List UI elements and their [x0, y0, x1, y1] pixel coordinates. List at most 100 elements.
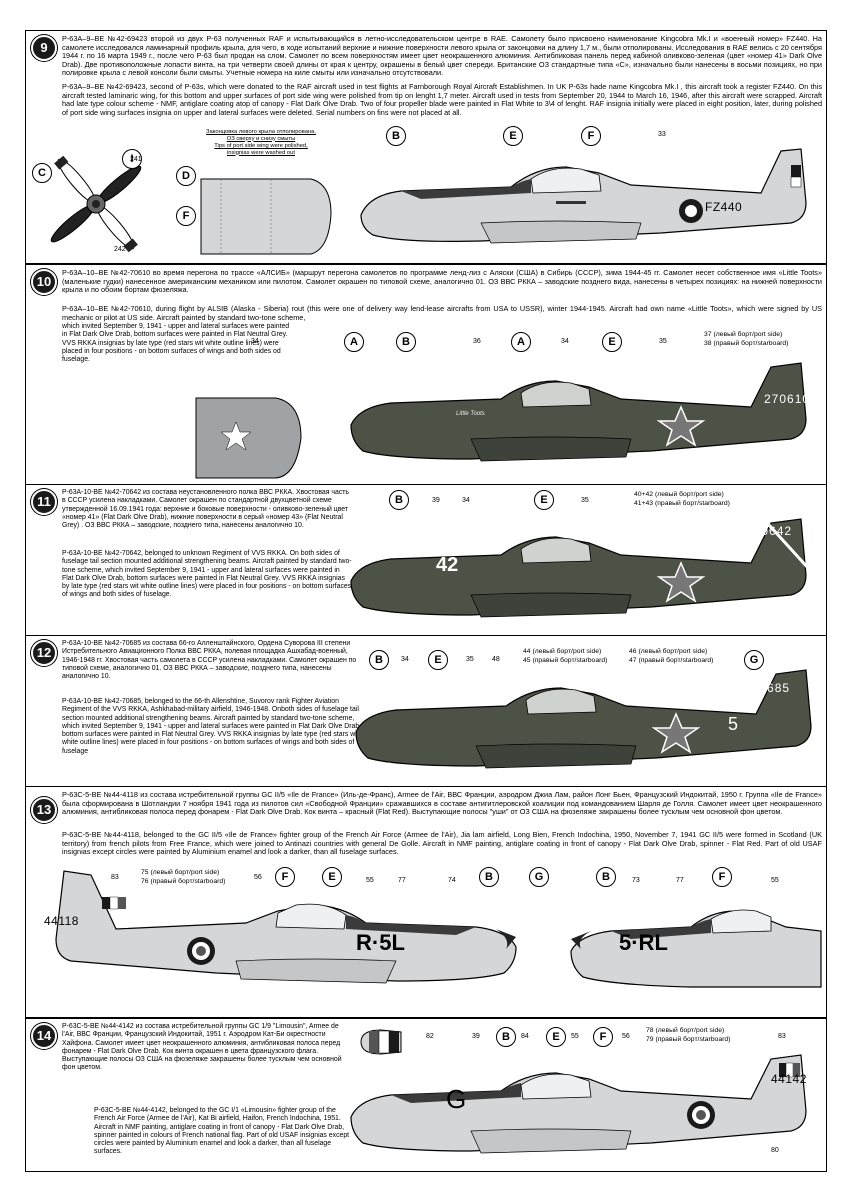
part-number: 33 [658, 131, 666, 138]
part-number: 35 [659, 338, 667, 345]
part-number: 73 [632, 877, 640, 884]
callout-B: B [396, 332, 416, 352]
section-number: 13 [31, 797, 57, 823]
callout-E: E [428, 650, 448, 670]
nose-art-name: Little Toots [456, 411, 485, 417]
callout-E: E [322, 867, 342, 887]
callout-D: D [176, 166, 196, 186]
callout-C: C [32, 163, 52, 183]
callout-B: B [369, 650, 389, 670]
callout-B: B [386, 126, 406, 146]
legend-port: 78 (левый борт/port side) [646, 1027, 725, 1034]
description-ru: P-63C-5-BE №44-4142 из состава истребите… [62, 1023, 342, 1072]
aircraft-side-view [355, 669, 812, 769]
squadron-code: G [446, 1084, 467, 1114]
callout-F: F [176, 206, 196, 226]
squadron-code: 5·RL [619, 930, 668, 955]
callout-F: F [712, 867, 732, 887]
section-number: 11 [31, 489, 57, 515]
legend-port: 75 (левый борт/port side) [141, 869, 220, 876]
description-ru: P-63C-5-BE №44-4118 из состава истребите… [62, 790, 822, 817]
part-number: 55 [366, 877, 374, 884]
part-number: 241 [130, 156, 142, 163]
propeller-front-view [50, 155, 142, 253]
part-number: 80 [771, 1147, 779, 1154]
callout-B: B [596, 867, 616, 887]
callout-B: B [496, 1027, 516, 1047]
side-number: 5 [728, 714, 739, 734]
callout-E: E [503, 126, 523, 146]
callout-I: I [122, 149, 142, 169]
legend-starboard: 41+43 (правый борт/starboard) [634, 500, 730, 507]
part-number: 84 [521, 1033, 529, 1040]
section-11: 11 P-63A-10-BE №42-70642 из состава неус… [25, 484, 827, 636]
description-en: P-63C-5-BE №44-4118, belonged to the GC … [62, 830, 822, 857]
description-en: P-63A–10–BE №42-70610, during flight by … [62, 304, 822, 322]
description-en: P-63A–9–BE №42-69423, second of P-63s, w… [62, 82, 822, 117]
aircraft-side-view-port [55, 870, 517, 984]
part-number: 34 [401, 656, 409, 663]
legend-port: 37 (левый борт/port side) [704, 331, 783, 338]
part-number: 55 [771, 877, 779, 884]
callout-F: F [593, 1027, 613, 1047]
part-number: 34 [251, 338, 259, 345]
section-10: 10 P-63A–10–BE №42-70610 во время перего… [25, 264, 827, 485]
legend-starboard: 76 (правый борт/starboard) [141, 878, 226, 885]
propeller-spinner-detail [360, 1029, 402, 1055]
callout-E: E [534, 490, 554, 510]
legend-port: 44 (левый борт/port side) [523, 648, 602, 655]
callout-B: B [479, 867, 499, 887]
callout-F: F [581, 126, 601, 146]
section-number: 9 [31, 35, 57, 61]
legend-starboard: 38 (правый борт/starboard) [704, 340, 789, 347]
legend-starboard: 47 (правый борт/starboard) [629, 657, 714, 664]
section-14: 14 P-63C-5-BE №44-4142 из состава истреб… [25, 1018, 827, 1172]
section-number: 12 [31, 640, 57, 666]
description-en-continued: which invited September 9, 1941 - upper … [62, 323, 290, 364]
description-ru: P-63A-10-BE №42-70642 из состава неустан… [62, 489, 350, 530]
section-9: 9 P-63A–9–BE №42-69423 второй из двух P-… [25, 30, 827, 264]
legend-port: 46 (левый борт/port side) [629, 648, 708, 655]
description-ru: P-63A–9–BE №42-69423 второй из двух P-63… [62, 34, 822, 78]
wing-note-ru: Законцовка левого крыла отполирована. ОЗ… [206, 129, 316, 142]
legend-starboard: 45 (правый борт/starboard) [523, 657, 608, 664]
callout-G: G [744, 650, 764, 670]
part-number: 74 [448, 877, 456, 884]
serial-number: 270610 [764, 392, 811, 406]
serial-number: 270642 [746, 524, 793, 538]
section-number: 10 [31, 269, 57, 295]
part-number: 35 [466, 656, 474, 663]
part-number: 55 [571, 1033, 579, 1040]
callout-E: E [602, 332, 622, 352]
part-number: 83 [778, 1033, 786, 1040]
callout-F: F [275, 867, 295, 887]
part-number: 56 [622, 1033, 630, 1040]
aircraft-side-view [360, 148, 807, 244]
callout-G: G [529, 867, 549, 887]
serial-number: FZ440 [705, 200, 743, 214]
callout-A: A [344, 332, 364, 352]
side-number: 42 [436, 554, 459, 576]
callout-E: E [546, 1027, 566, 1047]
wing-tip-view [200, 178, 332, 255]
part-number: 82 [426, 1033, 434, 1040]
aircraft-side-view [350, 362, 807, 462]
callout-A: A [511, 332, 531, 352]
part-number: 39 [432, 497, 440, 504]
wing-tip-view [195, 397, 302, 479]
part-number: 35 [581, 497, 589, 504]
aircraft-side-view [350, 518, 811, 618]
serial-number: 44118 [44, 914, 79, 928]
part-number: 77 [398, 877, 406, 884]
legend-starboard: 79 (правый борт/starboard) [646, 1036, 731, 1043]
part-number: 83 [111, 874, 119, 881]
wing-note-en: Tips of port side wing were polished, in… [214, 143, 308, 156]
description-ru: P-63A-10-BE №42-70685 из состава 66-го А… [62, 640, 357, 681]
section-12: 12 P-63A-10-BE №42-70685 из состава 66-г… [25, 635, 827, 787]
description-en: P-63A-10-BE №42-70642, belonged to unkno… [62, 550, 352, 599]
part-number: 39 [472, 1033, 480, 1040]
part-number: 34 [561, 338, 569, 345]
aircraft-side-view [350, 1054, 807, 1154]
aircraft-side-view-starboard [570, 909, 822, 988]
